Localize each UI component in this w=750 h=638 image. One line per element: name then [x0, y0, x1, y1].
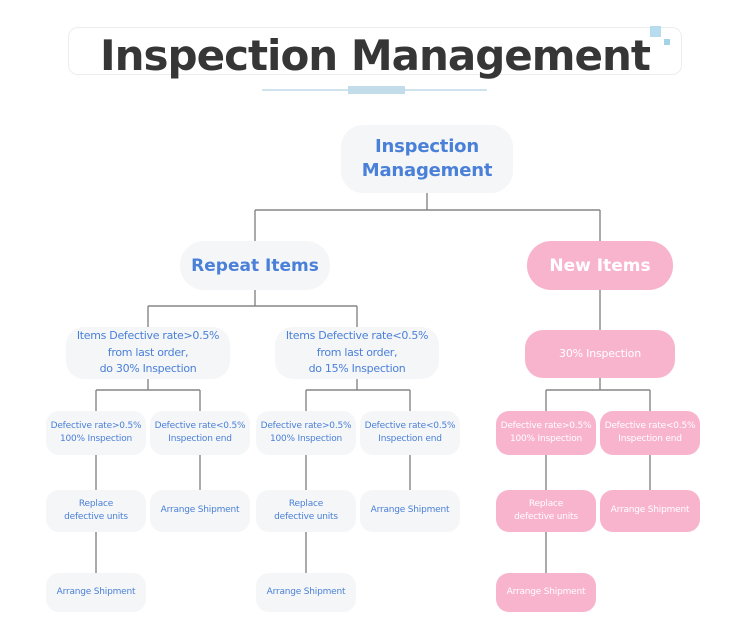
node-defective-high-2: Defective rate>0.5% 100% Inspection [256, 411, 356, 455]
node-repeat-branch-low: Items Defective rate<0.5% from last orde… [275, 327, 439, 379]
node-arrange-shipment-3: Arrange Shipment [600, 490, 700, 532]
node-new-items-inspection: 30% Inspection [525, 330, 675, 378]
node-defective-high-3: Defective rate>0.5% 100% Inspection [496, 411, 596, 455]
node-replace-units-2: Replace defective units [256, 490, 356, 532]
node-inspection-management: Inspection Management [341, 125, 513, 193]
node-new-items: New Items [527, 241, 673, 290]
node-replace-units-1: Replace defective units [46, 490, 146, 532]
node-defective-low-3: Defective rate<0.5% Inspection end [600, 411, 700, 455]
node-arrange-shipment-2: Arrange Shipment [360, 490, 460, 532]
node-defective-low-2: Defective rate<0.5% Inspection end [360, 411, 460, 455]
node-arrange-shipment-1: Arrange Shipment [150, 490, 250, 532]
node-arrange-shipment-final-2: Arrange Shipment [256, 573, 356, 612]
decorative-square-small-icon [664, 39, 670, 45]
decorative-square-icon [650, 26, 661, 37]
node-replace-units-3: Replace defective units [496, 490, 596, 532]
page-title: Inspection Management [100, 31, 651, 80]
node-defective-high-1: Defective rate>0.5% 100% Inspection [46, 411, 146, 455]
node-arrange-shipment-final-1: Arrange Shipment [46, 573, 146, 612]
node-arrange-shipment-final-3: Arrange Shipment [496, 573, 596, 612]
title-card [68, 27, 682, 75]
node-repeat-items: Repeat Items [180, 241, 330, 290]
title-underline-accent [348, 86, 405, 94]
node-repeat-branch-high: Items Defective rate>0.5% from last orde… [66, 327, 230, 379]
node-defective-low-1: Defective rate<0.5% Inspection end [150, 411, 250, 455]
